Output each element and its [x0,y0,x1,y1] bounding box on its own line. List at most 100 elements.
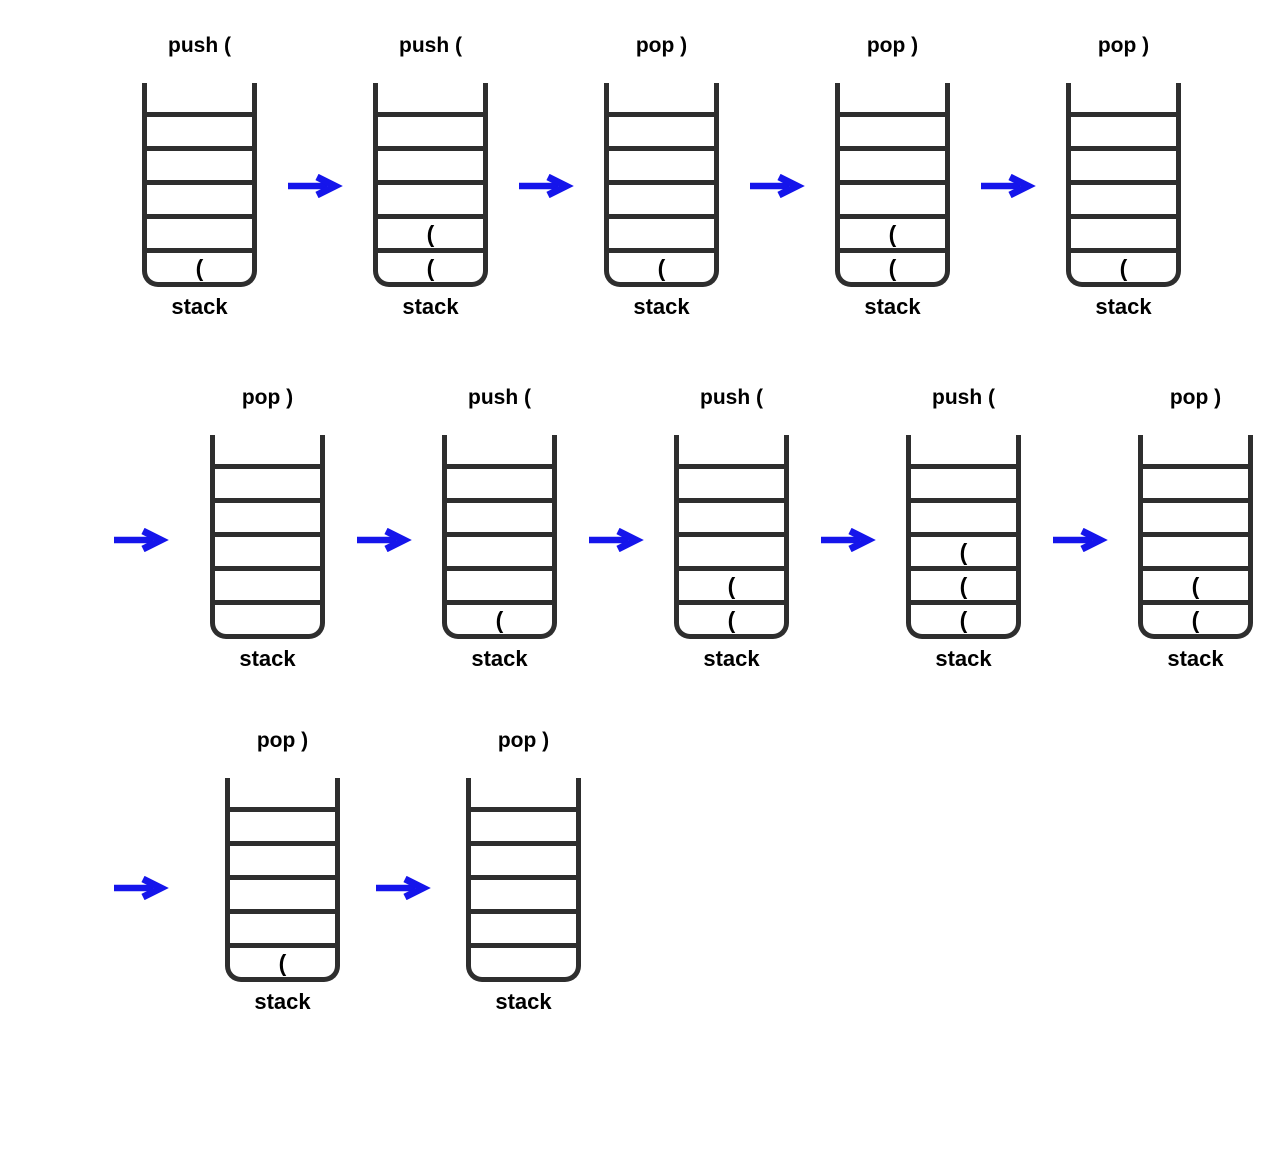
flow-arrow [340,728,466,900]
stack-container: (( [373,83,488,287]
stack-frame: pop )(stack [604,33,719,320]
stack-cell [1071,214,1176,248]
stack-container: ( [442,435,557,639]
stack-cell: ( [609,248,714,282]
stack-item-paren: ( [959,539,968,565]
stack-container: ( [225,778,340,982]
stack-item-paren: ( [426,221,435,247]
stack-cell: ( [378,248,483,282]
stack-cell: ( [679,566,784,600]
operation-label: pop ) [635,34,688,57]
stack-frame: pop )(stack [225,728,340,1015]
stack-cell [215,464,320,498]
stack-frame: push ((((stack [906,385,1021,672]
stack-cell [230,778,335,807]
stack-cell: ( [147,248,252,282]
stack-cell [840,112,945,146]
operation-label: pop ) [1097,34,1150,57]
stack-cell [378,146,483,180]
stack-cell [215,498,320,532]
stack-item-paren: ( [959,607,968,633]
stack-cell [215,566,320,600]
flow-arrow [950,33,1066,198]
stack-cell [147,112,252,146]
stack-cell [447,532,552,566]
stack-caption: stack [864,294,921,319]
arrow-right-icon [981,174,1036,198]
stack-cell: ( [1143,566,1248,600]
stack-item-paren: ( [195,255,204,281]
stack-cell [230,909,335,943]
stack-cell [230,807,335,841]
stack-item-paren: ( [888,221,897,247]
stack-frame: pop )((stack [1138,385,1253,672]
arrow-right-icon [820,528,876,552]
flow-arrow [1021,385,1138,552]
stack-cell [447,498,552,532]
stack-cell [679,498,784,532]
arrow-right-icon [114,528,169,552]
stack-item-paren: ( [1191,607,1200,633]
stack-cell [1071,112,1176,146]
operation-label: pop ) [866,34,919,57]
stack-cell: ( [911,600,1016,634]
stack-cell [840,180,945,214]
stack-cell [1071,180,1176,214]
stack-frame: push ( ( stack [142,33,257,320]
operation-label: pop ) [497,729,550,752]
stack-cell [911,464,1016,498]
operation-label: pop ) [1169,386,1222,409]
arrow-right-icon [114,876,169,900]
stack-caption: stack [402,294,459,319]
stack-container: (( [835,83,950,287]
operation-label: pop ) [241,386,294,409]
stack-cell [471,841,576,875]
stack-item-paren: ( [1119,255,1128,281]
stack-cell: ( [1143,600,1248,634]
stack-item-paren: ( [657,255,666,281]
stack-cell [840,146,945,180]
flow-arrow [719,33,835,198]
stack-item-paren: ( [727,573,736,599]
stack-item-paren: ( [727,607,736,633]
stack-frame: pop ) (( stack [835,33,950,320]
arrow-right-icon [356,528,412,552]
arrow-right-icon [288,174,343,198]
stack-caption: stack [171,294,228,319]
stack-container: ( [604,83,719,287]
stack-cell: ( [447,600,552,634]
arrow-right-icon [750,174,805,198]
stack-caption: stack [471,646,528,671]
stack-caption: stack [935,646,992,671]
stack-cell [1071,146,1176,180]
stack-cell [609,112,714,146]
stack-item-paren: ( [959,573,968,599]
stack-container: ( [142,83,257,287]
stack-cell [609,180,714,214]
stack-frame: push (((stack [373,33,488,320]
flow-arrow-lead [112,385,170,552]
stack-container: (( [1138,435,1253,639]
stack-frame: push ( ( ( stack [674,385,789,672]
stack-caption: stack [703,646,760,671]
stack-container: ( [1066,83,1181,287]
stack-item-paren: ( [278,950,287,976]
operation-label: push ( [700,386,763,409]
stack-item-paren: ( [495,607,504,633]
operation-label: push ( [168,34,231,57]
stack-container [466,778,581,982]
stack-frame: push ((stack [442,385,557,672]
stack-cell: ( [840,248,945,282]
stack-cell [230,875,335,909]
stack-cell: ( [840,214,945,248]
arrow-right-icon [519,174,574,198]
stack-frame: pop )stack [466,728,581,1015]
flow-arrow [257,33,373,198]
stack-cell [1143,498,1248,532]
stack-cell: ( [911,532,1016,566]
stack-cell: ( [1071,248,1176,282]
stack-cell [447,464,552,498]
stack-cell [471,875,576,909]
stack-cell [378,112,483,146]
